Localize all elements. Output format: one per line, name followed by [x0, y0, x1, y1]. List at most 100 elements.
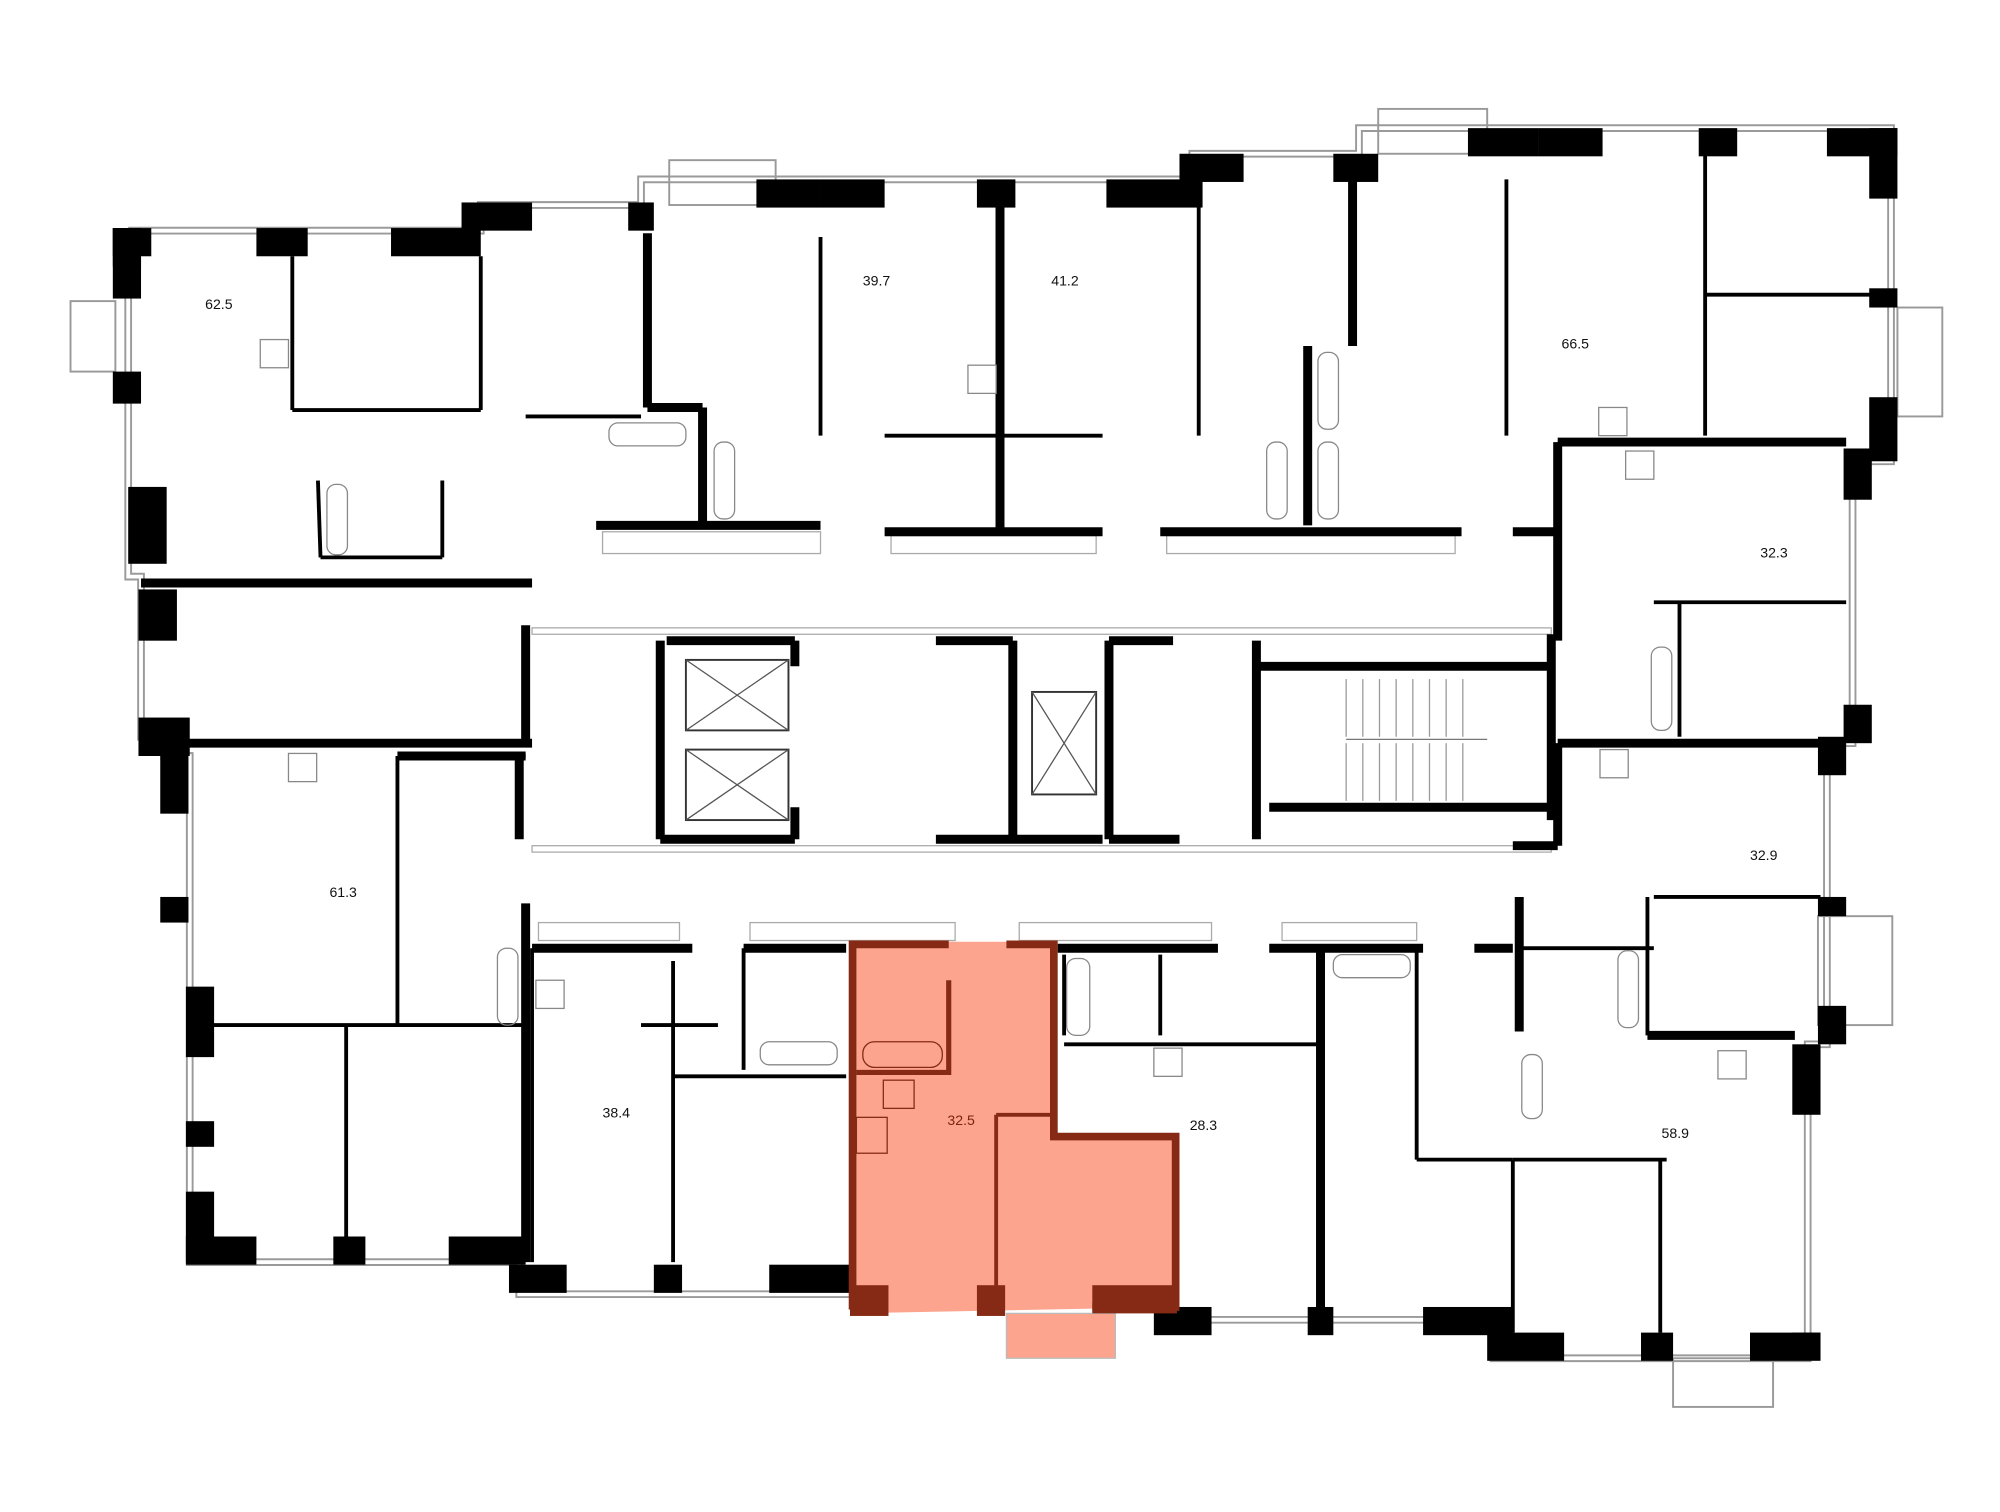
- highlighted-unit-wall: [850, 1285, 889, 1316]
- unit-area-label[interactable]: 39.7: [863, 273, 891, 289]
- exterior-pier: [628, 202, 654, 231]
- unit-area-label[interactable]: 32.9: [1750, 847, 1778, 863]
- highlighted-unit-area-label[interactable]: 32.5: [947, 1112, 975, 1128]
- walls: [112, 128, 1898, 1361]
- balcony: [69, 300, 117, 373]
- exterior-pier: [1869, 128, 1898, 199]
- corridor-rail: [749, 921, 956, 942]
- bathtub-icon: [1066, 957, 1091, 1036]
- exterior-pier: [333, 1236, 366, 1265]
- stove-icon: [1717, 1050, 1747, 1080]
- exterior-pier: [1817, 896, 1847, 917]
- elevator-shaft: [684, 748, 790, 822]
- elevator-cross: [685, 749, 789, 821]
- exterior-pier: [1487, 1332, 1565, 1361]
- highlighted-unit-wall: [848, 940, 949, 1310]
- exterior-pier: [1333, 153, 1379, 182]
- unit-area-label[interactable]: 58.9: [1662, 1125, 1690, 1141]
- stove-icon: [1153, 1047, 1183, 1077]
- exterior-pier: [1698, 128, 1738, 157]
- exterior-pier: [185, 1191, 215, 1263]
- stove-icon: [1599, 748, 1629, 779]
- corridor-rail: [531, 627, 1552, 635]
- corridor-rail: [531, 845, 1552, 853]
- exterior-pier: [1641, 1332, 1674, 1361]
- balcony: [1816, 915, 1894, 1027]
- bathtub-icon: [1617, 950, 1640, 1029]
- balcony: [1896, 306, 1944, 418]
- corridor-rail: [1018, 921, 1213, 942]
- exterior-pier: [1869, 397, 1898, 462]
- bathtub-icon: [608, 422, 687, 447]
- exterior-pier: [160, 756, 189, 814]
- exterior-pier: [138, 717, 190, 756]
- unit-area-label[interactable]: 32.3: [1760, 544, 1788, 560]
- unit-area-label[interactable]: 38.4: [603, 1104, 631, 1120]
- exterior-pier: [256, 228, 308, 257]
- exterior-pier: [160, 896, 189, 923]
- exterior-pier: [1869, 288, 1898, 308]
- bathtub-icon: [326, 483, 349, 556]
- exterior-pier: [391, 228, 481, 257]
- stove-icon: [287, 752, 318, 783]
- elevator-cross: [1031, 691, 1097, 795]
- exterior-pier: [1467, 128, 1539, 157]
- exterior-pier: [1106, 179, 1203, 208]
- exterior-pier: [138, 589, 177, 641]
- unit-area-label[interactable]: 61.3: [329, 884, 357, 900]
- exterior-pier: [112, 228, 142, 267]
- stove-icon: [1625, 450, 1655, 480]
- exterior-pier: [128, 486, 167, 564]
- corridor-rail: [601, 531, 822, 555]
- stove-icon: [855, 1116, 888, 1154]
- exterior-pier: [1179, 153, 1244, 182]
- elevator-cross: [685, 659, 789, 731]
- exterior-pier: [1817, 736, 1847, 776]
- fridge-icon: [882, 1079, 915, 1110]
- exterior-pier: [1817, 1005, 1847, 1045]
- bathtub-icon: [1332, 953, 1411, 979]
- bathtub-icon: [1317, 351, 1340, 430]
- unit-area-label[interactable]: 66.5: [1562, 336, 1590, 352]
- exterior-pier: [185, 1121, 215, 1147]
- bathtub-icon: [1317, 441, 1340, 520]
- highlighted-unit-area[interactable]: [850, 941, 1176, 1314]
- exterior-pier: [461, 202, 533, 231]
- bathtub-icon: [862, 1041, 943, 1069]
- highlighted-unit-wall: [976, 1285, 1006, 1316]
- stove-icon: [535, 979, 565, 1010]
- exterior-pier: [185, 986, 215, 1058]
- elevator-shaft: [1031, 690, 1098, 796]
- corridor-rail: [537, 921, 681, 942]
- bathtub-icon: [1521, 1053, 1543, 1120]
- highlighted-unit[interactable]: [848, 940, 1180, 1359]
- corridor-rail: [890, 534, 1097, 555]
- exterior-pier: [976, 179, 1016, 208]
- exterior-pier: [1307, 1306, 1334, 1336]
- unit-area-label[interactable]: 28.3: [1190, 1117, 1218, 1133]
- highlighted-unit-balcony: [1005, 1312, 1117, 1359]
- bathtub-icon: [713, 441, 736, 520]
- bathtub-icon: [1650, 646, 1673, 732]
- unit-area-label[interactable]: 62.5: [205, 296, 233, 312]
- exterior-pier: [1843, 704, 1872, 744]
- exterior-pier: [1792, 1044, 1821, 1115]
- corridor-rail: [1281, 921, 1418, 942]
- unit-labels: 62.5 39.7 41.2 66.5 32.3 32.9 61.3 38.4 …: [205, 273, 1788, 1141]
- exterior-pier: [1423, 1306, 1513, 1336]
- elevator-shaft: [684, 658, 790, 732]
- exterior-pier: [112, 371, 142, 404]
- exterior-pier: [1750, 1332, 1821, 1361]
- stove-icon: [967, 364, 997, 395]
- exterior-pier: [448, 1236, 526, 1265]
- exterior-pier: [508, 1264, 567, 1293]
- stove-icon: [1598, 406, 1628, 437]
- exterior-pier: [820, 179, 885, 208]
- exterior-pier: [769, 1264, 853, 1293]
- unit-area-label[interactable]: 41.2: [1051, 273, 1079, 289]
- exterior-pier: [653, 1264, 683, 1293]
- exterior-pier: [756, 179, 821, 208]
- exterior-pier: [1843, 448, 1872, 500]
- highlighted-unit-wall: [1092, 1285, 1177, 1314]
- corridor-rail: [1166, 534, 1456, 555]
